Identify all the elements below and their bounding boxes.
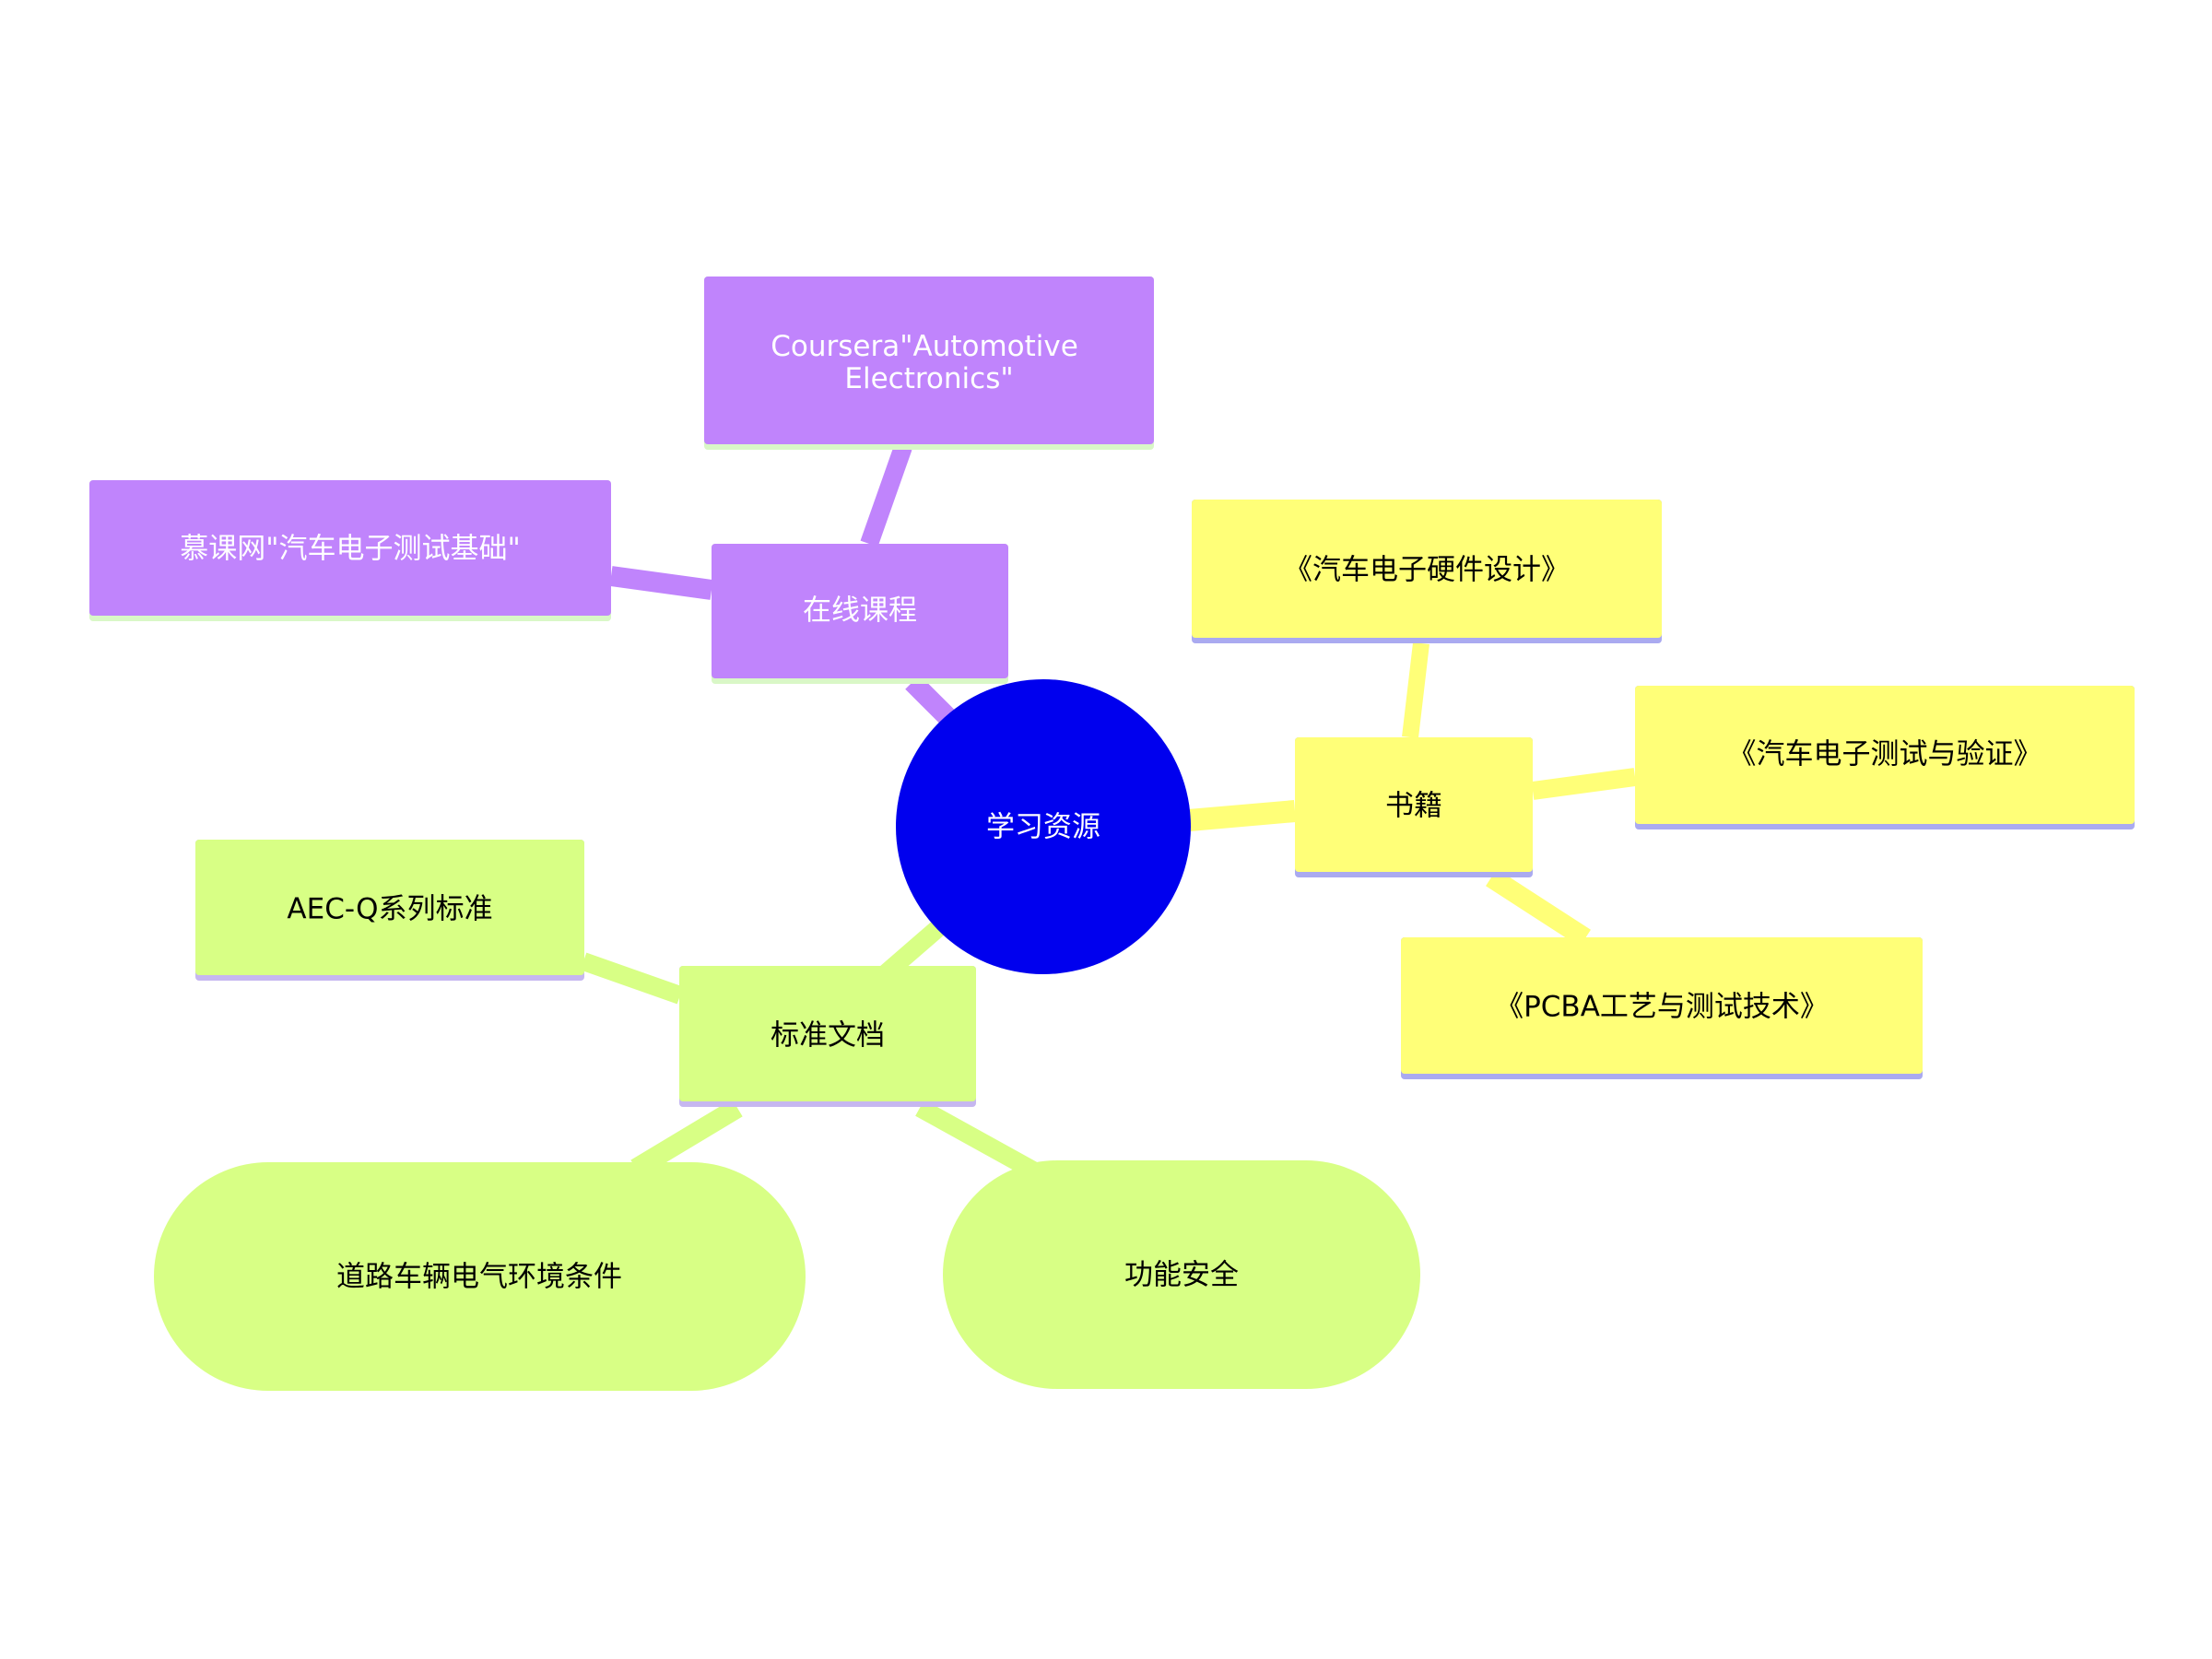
- root-node-label: 学习资源: [986, 811, 1100, 844]
- edge-standards-safety: [915, 1100, 1046, 1183]
- edge-books-hardware: [1402, 641, 1430, 739]
- node-book-testing-box: [1635, 686, 2135, 824]
- edge-courses-coursera: [860, 443, 912, 547]
- node-road-vehicles-label: 道路车辆电气环境条件: [336, 1261, 622, 1294]
- node-coursera: Coursera"Automotive Electronics": [704, 276, 1154, 450]
- node-online-courses: 在线课程: [712, 544, 1008, 684]
- node-mooc-label: 慕课网"汽车电子测试基础": [180, 533, 521, 566]
- node-road-vehicles-box: [154, 1162, 806, 1391]
- node-functional-safety-box: [943, 1160, 1420, 1389]
- node-books: 书籍: [1295, 737, 1533, 877]
- node-online-courses-box: [712, 544, 1008, 678]
- root-node: 学习资源: [896, 679, 1191, 974]
- node-book-testing: 《汽车电子测试与验证》: [1635, 686, 2135, 830]
- node-book-hardware-box: [1192, 500, 1662, 638]
- node-mooc: 慕课网"汽车电子测试基础": [89, 480, 611, 621]
- node-books-box: [1295, 737, 1533, 872]
- node-coursera-box: [704, 276, 1154, 444]
- node-aecq-box: [195, 840, 584, 975]
- node-functional-safety-label: 功能安全: [1124, 1259, 1239, 1292]
- node-book-hardware-label: 《汽车电子硬件设计》: [1284, 554, 1570, 587]
- edge-standards-aecq: [580, 952, 684, 1005]
- edge-courses-mooc: [609, 566, 713, 600]
- node-book-hardware: 《汽车电子硬件设计》: [1192, 500, 1662, 643]
- node-book-pcba-label: 《PCBA工艺与测试技术》: [1495, 991, 1829, 1024]
- node-book-pcba-box: [1401, 937, 1923, 1074]
- edge-books-testing: [1531, 768, 1637, 800]
- node-online-courses-label: 在线课程: [803, 594, 917, 628]
- node-standards-box: [679, 966, 976, 1101]
- node-aecq: AEC-Q系列标准: [195, 840, 584, 981]
- node-coursera-label-line-2: Electronics": [844, 362, 1013, 395]
- node-aecq-label: AEC-Q系列标准: [287, 893, 492, 926]
- node-standards: 标准文档: [679, 966, 976, 1107]
- node-functional-safety: 功能安全: [943, 1160, 1420, 1389]
- node-book-pcba: 《PCBA工艺与测试技术》: [1401, 937, 1923, 1079]
- edge-books-pcba: [1486, 868, 1591, 947]
- node-standards-label: 标准文档: [771, 1019, 885, 1053]
- node-mooc-box: [89, 480, 611, 616]
- connectors: [580, 443, 1637, 1183]
- node-coursera-label-line-1: Coursera"Automotive: [771, 330, 1078, 363]
- node-books-label: 书籍: [1385, 790, 1442, 823]
- node-road-vehicles: 道路车辆电气环境条件: [154, 1162, 806, 1391]
- root-node-circle: [896, 679, 1191, 974]
- node-book-testing-label: 《汽车电子测试与验证》: [1728, 738, 2042, 771]
- node-coursera-label: Coursera"Automotive Electronics": [771, 330, 1087, 395]
- edge-standards-road: [630, 1099, 743, 1178]
- edge-root-books: [1187, 800, 1297, 831]
